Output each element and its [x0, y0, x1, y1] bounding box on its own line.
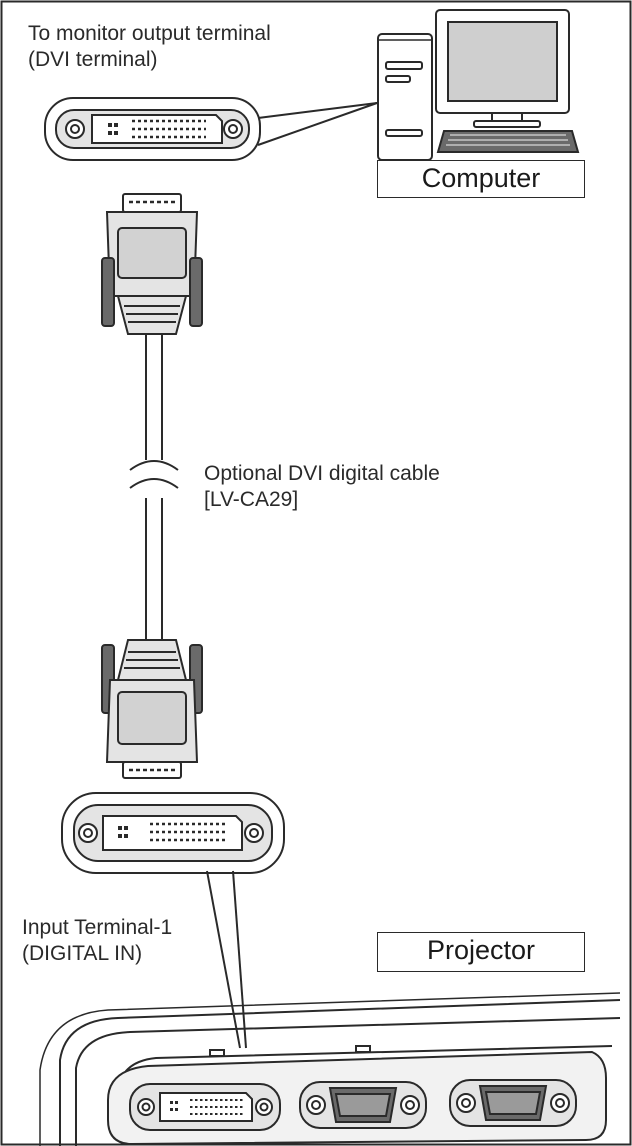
upper-dvi-plug — [101, 193, 203, 335]
vga-port-2 — [449, 1079, 577, 1127]
keyboard — [436, 130, 580, 153]
input-terminal-label-line2: (DIGITAL IN) — [22, 942, 143, 965]
digital-in-port — [129, 1083, 281, 1131]
monitor-terminal-label-line2: (DVI terminal) — [28, 48, 158, 71]
monitor-terminal-label-line1: To monitor output terminal — [28, 22, 271, 45]
monitor-screen — [447, 21, 558, 102]
projector-body — [39, 992, 621, 1146]
computer-dvi-socket-callout — [44, 97, 378, 161]
vga-port-1 — [299, 1081, 427, 1129]
projector-terminal-panel — [107, 1050, 607, 1146]
input-terminal-label-line1: Input Terminal-1 — [22, 916, 173, 939]
cable-label-line1: Optional DVI digital cable — [204, 462, 440, 485]
lower-dvi-plug — [101, 639, 203, 779]
cable-label-line2: [LV-CA29] — [204, 488, 299, 511]
projector-dvi-socket-callout — [61, 792, 285, 1049]
dvi-cable — [129, 334, 179, 640]
projector-label: Projector — [377, 932, 585, 972]
computer-label: Computer — [377, 160, 585, 198]
computer-tower — [377, 33, 433, 161]
computer-icon — [377, 9, 580, 161]
